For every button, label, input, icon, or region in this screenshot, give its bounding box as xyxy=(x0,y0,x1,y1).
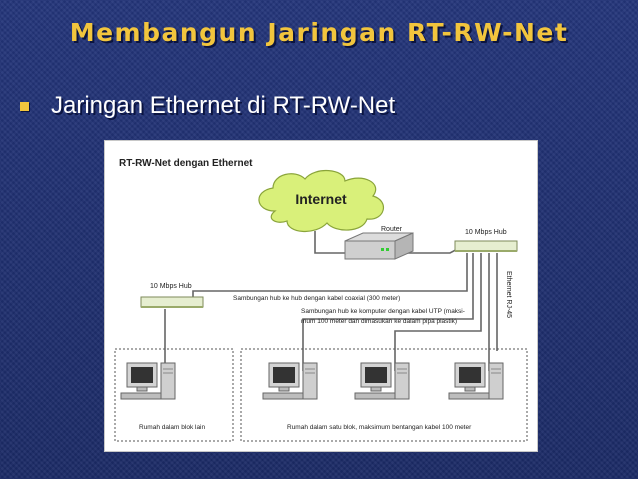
slide-title: Membangun Jaringan RT-RW-Net xyxy=(69,18,569,47)
bullet-text: Jaringan Ethernet di RT-RW-Net xyxy=(51,92,396,119)
hub-left-icon xyxy=(140,296,204,308)
computer-icon xyxy=(448,362,504,400)
hub-right-label: 10 Mbps Hub xyxy=(465,229,507,236)
router-label: Router xyxy=(381,226,403,233)
block-right-label: Rumah dalam satu blok, maksimum bentanga… xyxy=(287,424,472,431)
internet-label: Internet xyxy=(295,191,347,207)
diagram-title: RT-RW-Net dengan Ethernet xyxy=(119,158,253,169)
hub-left-label: 10 Mbps Hub xyxy=(150,283,192,290)
computer-icon xyxy=(120,362,176,400)
rj45-label: Ethernet RJ-45 xyxy=(505,271,512,318)
hub-right-icon xyxy=(454,240,518,252)
block-left-boundary xyxy=(114,348,234,442)
utp-label-line1: Sambungan hub ke komputer dengan kabel U… xyxy=(301,308,465,315)
bullet-square-icon xyxy=(20,101,29,111)
computer-icon xyxy=(262,362,318,400)
bullet-item: Jaringan Ethernet di RT-RW-Net xyxy=(20,92,395,120)
network-diagram: RT-RW-Net dengan Ethernet Internet xyxy=(104,140,538,452)
utp-label-line2: mum 100 meter dan dimasukan ke dalam pip… xyxy=(301,318,457,325)
internet-cloud-icon xyxy=(258,170,384,232)
router-icon xyxy=(344,232,414,260)
block-right-boundary xyxy=(240,348,528,442)
coax-label: Sambungan hub ke hub dengan kabel coaxia… xyxy=(233,295,400,302)
block-left-label: Rumah dalam blok lain xyxy=(139,424,206,431)
computer-icon xyxy=(354,362,410,400)
